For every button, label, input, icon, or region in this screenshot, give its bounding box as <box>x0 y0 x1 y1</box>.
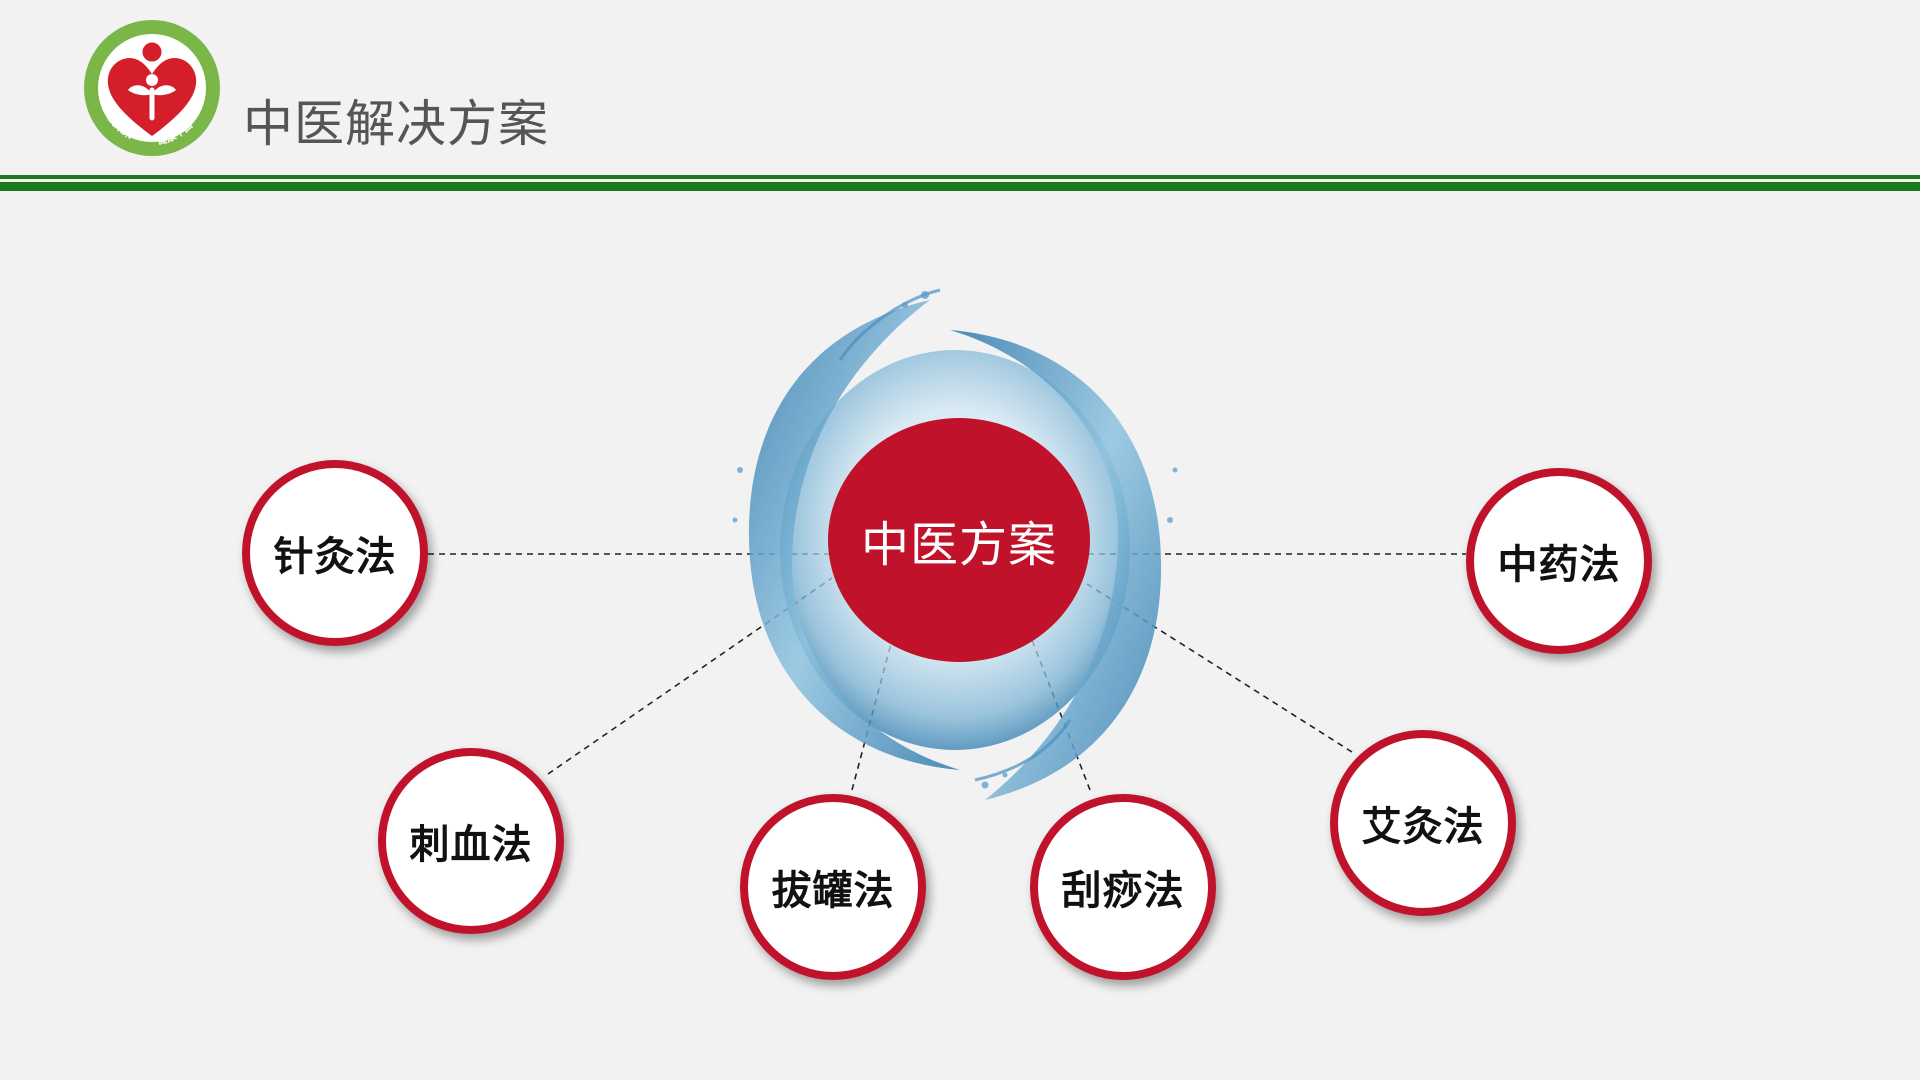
center-node-label: 中医方案 <box>860 517 1057 573</box>
header-divider-thin <box>0 175 1920 179</box>
heart-sprout-logo-icon: 关爱未来 健康中国 <box>84 20 220 156</box>
node-label: 刺血法 <box>409 821 533 868</box>
node-cupping: 拔罐法 <box>740 794 926 980</box>
node-label: 拔罐法 <box>771 867 895 914</box>
node-moxibustion: 艾灸法 <box>1330 730 1516 916</box>
header-divider-thick <box>0 182 1920 191</box>
node-herbal: 中药法 <box>1466 468 1652 654</box>
node-label: 针灸法 <box>273 533 397 580</box>
node-label: 刮痧法 <box>1061 867 1185 914</box>
node-label: 艾灸法 <box>1361 803 1485 850</box>
node-bloodletting: 刺血法 <box>378 748 564 934</box>
node-label: 中药法 <box>1497 541 1621 588</box>
node-acupuncture: 针灸法 <box>242 460 428 646</box>
node-gua-sha: 刮痧法 <box>1030 794 1216 980</box>
page-title: 中医解决方案 <box>243 95 549 153</box>
center-node: 中医方案 <box>828 418 1090 662</box>
